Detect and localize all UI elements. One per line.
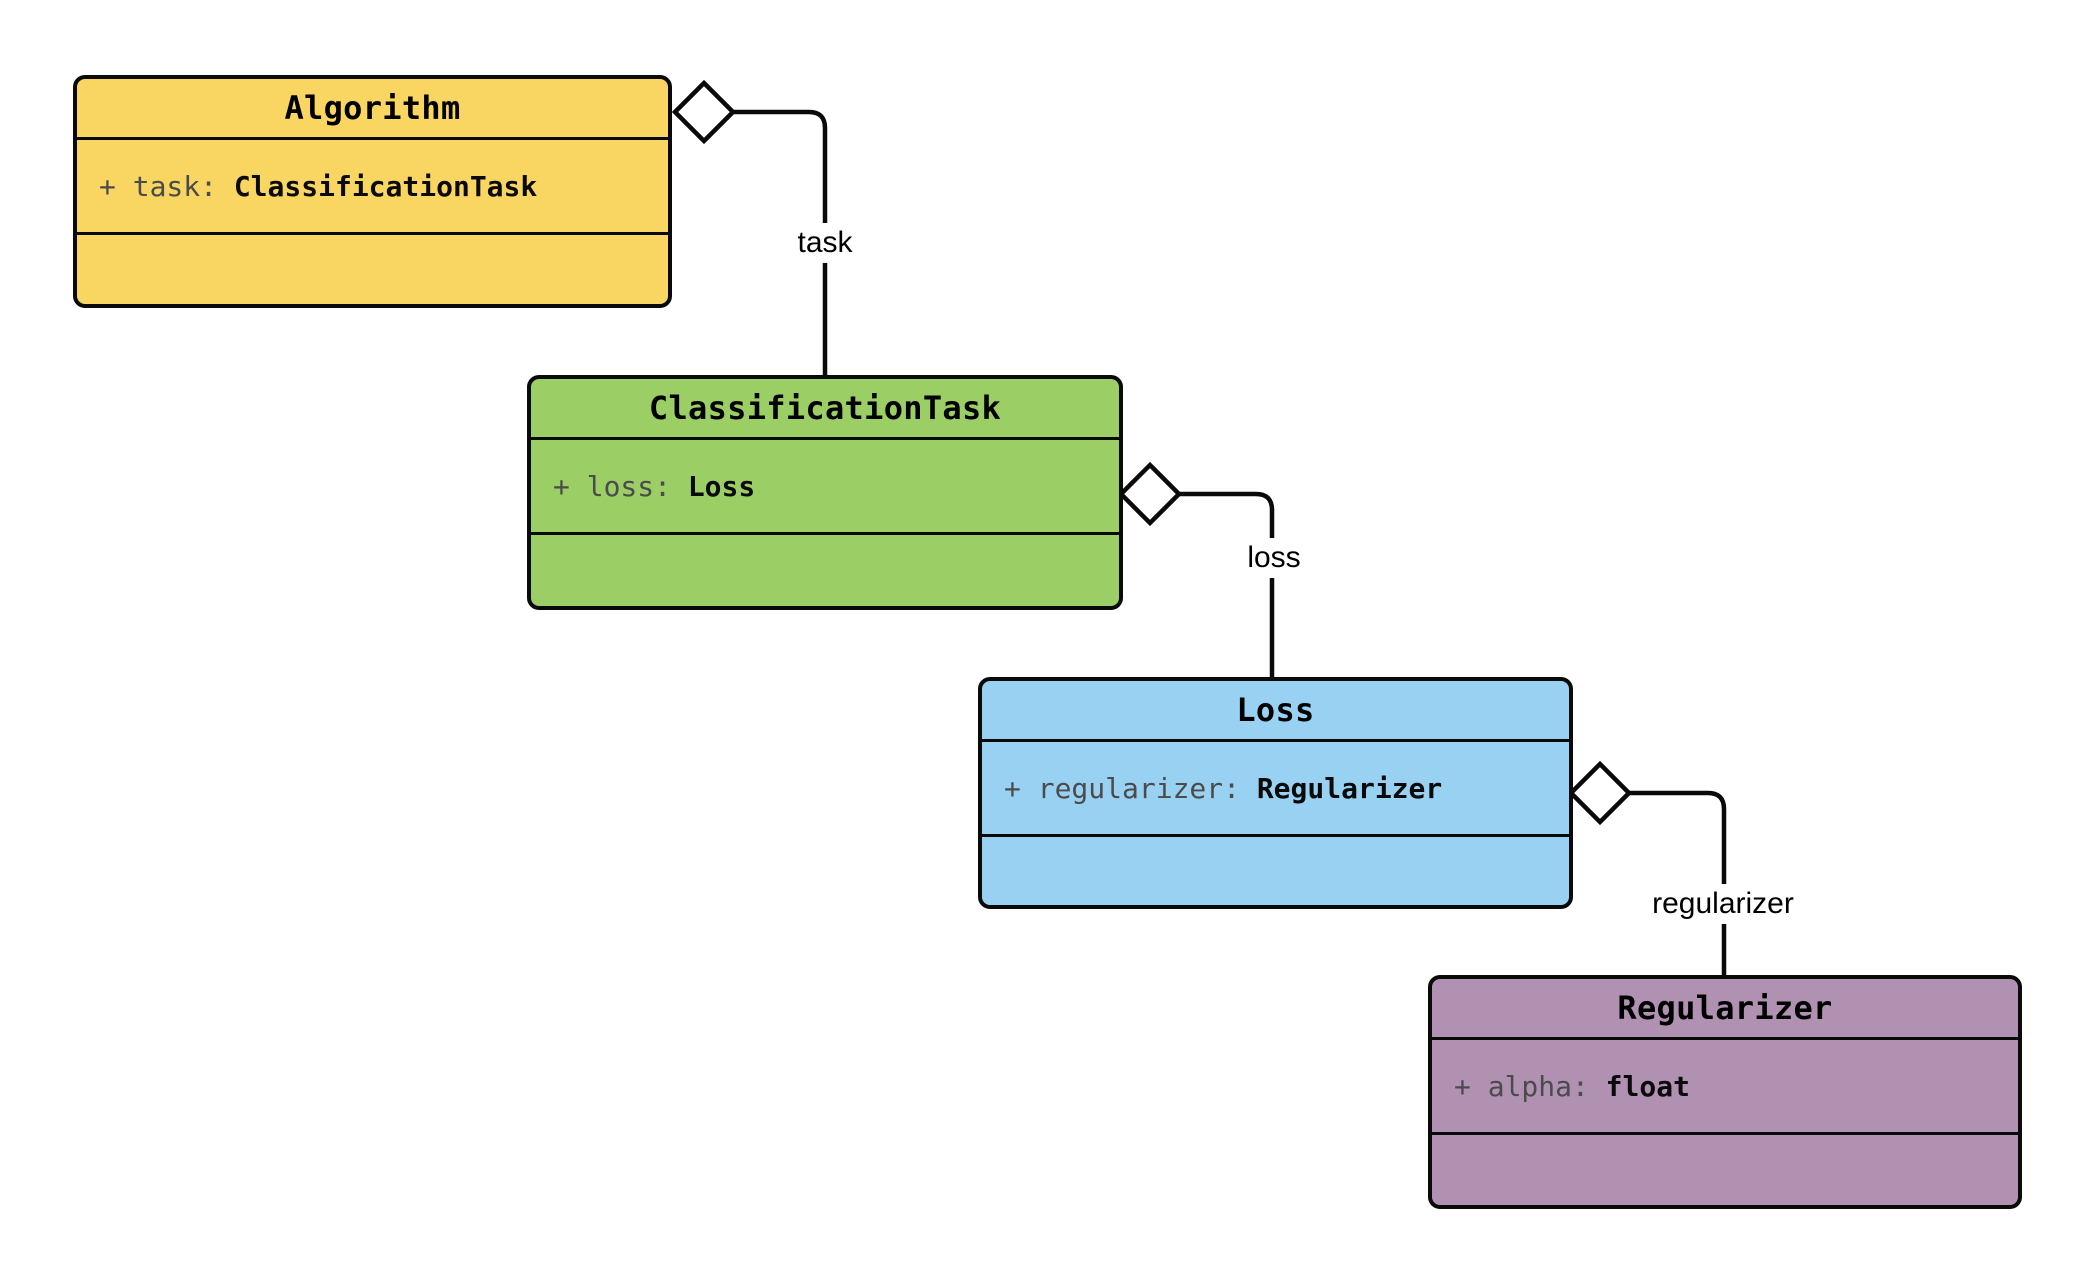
class-box-classificationtask: ClassificationTask + loss: Loss (527, 375, 1123, 610)
attribute-name: + loss: (553, 469, 672, 503)
class-attributes: + regularizer: Regularizer (982, 742, 1569, 837)
class-attributes: + task: ClassificationTask (77, 140, 668, 235)
edge-regularizer (1567, 760, 1727, 975)
class-attributes: + loss: Loss (531, 440, 1119, 535)
class-title: ClassificationTask (531, 379, 1119, 440)
attribute-type: ClassificationTask (233, 169, 538, 203)
attribute-name: + task: (99, 169, 218, 203)
class-title: Algorithm (77, 79, 668, 140)
attribute-name: + alpha: (1454, 1069, 1589, 1103)
aggregation-diamond-icon (1117, 461, 1183, 527)
class-box-regularizer: Regularizer + alpha: float (1428, 975, 2022, 1209)
attribute-type: Regularizer (1256, 771, 1443, 805)
class-methods-empty (77, 235, 668, 304)
class-title: Loss (982, 681, 1569, 742)
aggregation-diamond-icon (1567, 760, 1633, 826)
edge-loss-line (1179, 491, 1275, 677)
class-methods-empty (1432, 1135, 2018, 1204)
attribute-type: Loss (687, 469, 756, 503)
class-box-algorithm: Algorithm + task: ClassificationTask (73, 75, 672, 308)
aggregation-diamond-icon (671, 79, 737, 145)
class-title: Regularizer (1432, 979, 2018, 1040)
class-attributes: + alpha: float (1432, 1040, 2018, 1135)
edge-label-loss: loss (1242, 538, 1306, 578)
attribute-type: float (1605, 1069, 1690, 1103)
class-methods-empty (982, 837, 1569, 905)
edge-label-task: task (792, 223, 858, 263)
attribute-name: + regularizer: (1004, 771, 1241, 805)
class-methods-empty (531, 535, 1119, 604)
edge-label-regularizer: regularizer (1647, 884, 1799, 924)
class-box-loss: Loss + regularizer: Regularizer (978, 677, 1573, 909)
